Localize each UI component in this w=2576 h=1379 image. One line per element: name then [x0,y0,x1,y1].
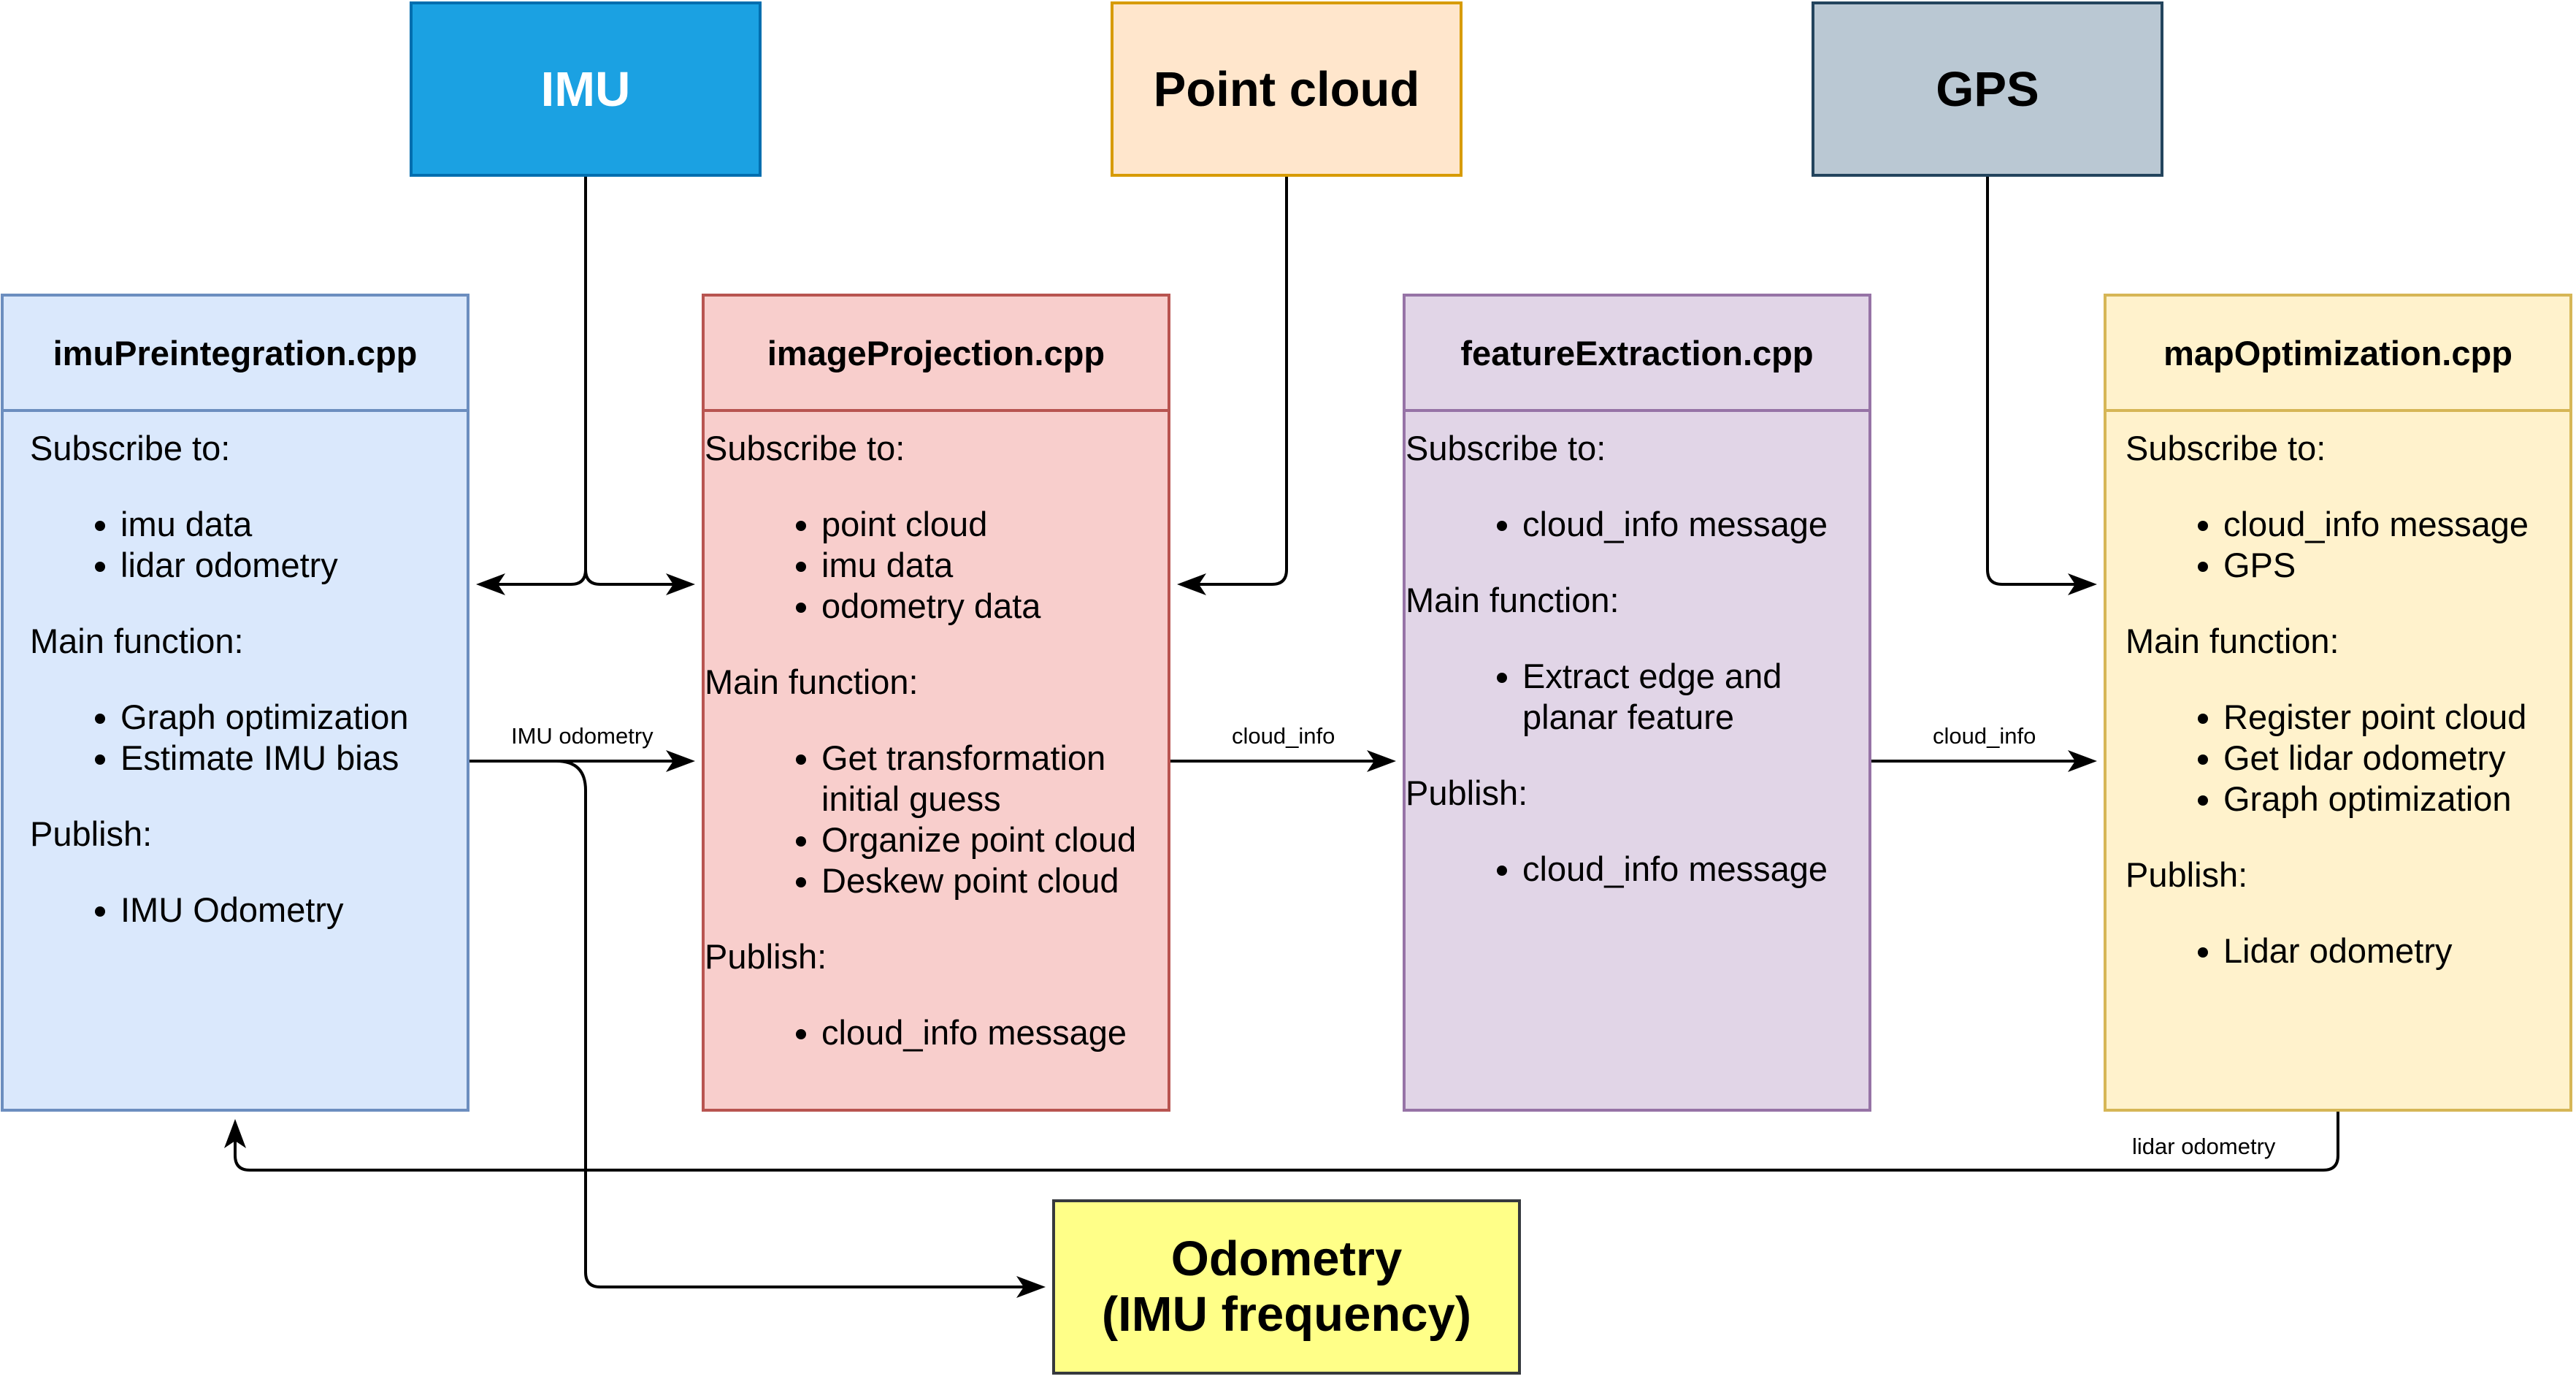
map-optimization-main-item: Get lidar odometry [2223,738,2569,779]
imu-preintegration-publish-item: IMU Odometry [120,890,467,931]
imu-source-box[interactable]: IMU [410,1,762,177]
pointcloud-source-box[interactable]: Point cloud [1111,1,1463,177]
imu-preintegration-title: imuPreintegration.cpp [4,297,467,412]
map-optimization-main-label: Main function: [2125,622,2339,660]
image-projection-publish-label: Publish: [705,937,827,976]
feature-extraction-title: featureExtraction.cpp [1406,297,1868,412]
image-projection-title: imageProjection.cpp [705,297,1168,412]
image-projection-publish-item: cloud_info message [821,1012,1168,1053]
image-projection-node[interactable]: imageProjection.cpp Subscribe to: point … [702,294,1170,1112]
pointcloud-source-label: Point cloud [1153,61,1420,117]
edge-to-output [556,760,1046,1298]
edge-label-cloud-info-2: cloud_info [1933,723,2036,749]
feature-extraction-publish-item: cloud_info message [1522,849,1868,890]
imu-source-label: IMU [540,61,631,117]
edge-lidar-odometry [224,1112,2339,1172]
image-projection-subscribe-item: imu data [821,545,1168,586]
feature-extraction-subscribe-label: Subscribe to: [1406,429,1606,467]
imu-preintegration-node[interactable]: imuPreintegration.cpp Subscribe to: imu … [1,294,469,1112]
map-optimization-publish-label: Publish: [2125,855,2248,894]
image-projection-subscribe-item: odometry data [821,586,1168,627]
image-projection-main-item: Deskew point cloud [821,860,1153,901]
odometry-output-line2: (IMU frequency) [1101,1287,1472,1342]
image-projection-main-item: Get transformation initial guess [821,738,1128,820]
edge-pointcloud-to-imageprojection [1177,175,1288,595]
image-projection-main-item: Organize point cloud [821,820,1153,860]
imu-preintegration-main-label: Main function: [30,622,244,660]
feature-extraction-node[interactable]: featureExtraction.cpp Subscribe to: clou… [1403,294,1871,1112]
feature-extraction-subscribe-item: cloud_info message [1522,504,1868,545]
odometry-output-box[interactable]: Odometry (IMU frequency) [1052,1199,1521,1375]
feature-extraction-main-item: Extract edge and planar feature [1522,656,1814,738]
edge-label-cloud-info-1: cloud_info [1232,723,1335,749]
map-optimization-publish-item: Lidar odometry [2223,931,2569,971]
edge-label-lidar-odometry: lidar odometry [2132,1134,2276,1159]
gps-source-box[interactable]: GPS [1812,1,2163,177]
image-projection-main-label: Main function: [705,662,919,701]
image-projection-subscribe-label: Subscribe to: [705,429,905,467]
edge-gps-to-mapoptimization [1986,175,2097,595]
edge-imu-to-imageprojection [584,569,695,595]
gps-source-label: GPS [1936,61,2039,117]
imu-preintegration-subscribe-item: lidar odometry [120,545,467,586]
feature-extraction-main-label: Main function: [1406,581,1619,619]
imu-preintegration-subscribe-item: imu data [120,504,467,545]
map-optimization-subscribe-label: Subscribe to: [2125,429,2326,467]
map-optimization-subscribe-item: GPS [2223,545,2569,586]
imu-preintegration-main-item: Estimate IMU bias [120,738,467,779]
imu-preintegration-subscribe-label: Subscribe to: [30,429,231,467]
imu-preintegration-publish-label: Publish: [30,814,153,853]
map-optimization-subscribe-item: cloud_info message [2223,504,2569,545]
imu-preintegration-main-item: Graph optimization [120,697,467,738]
edge-imu-to-imupreintegration [476,175,587,595]
map-optimization-main-item: Register point cloud [2223,697,2569,738]
feature-extraction-publish-label: Publish: [1406,773,1528,812]
odometry-output-line1: Odometry [1170,1231,1403,1286]
map-optimization-node[interactable]: mapOptimization.cpp Subscribe to: cloud_… [2104,294,2572,1112]
edge-label-imu-odometry: IMU odometry [511,723,653,749]
map-optimization-title: mapOptimization.cpp [2107,297,2569,412]
image-projection-subscribe-item: point cloud [821,504,1168,545]
map-optimization-main-item: Graph optimization [2223,779,2569,820]
